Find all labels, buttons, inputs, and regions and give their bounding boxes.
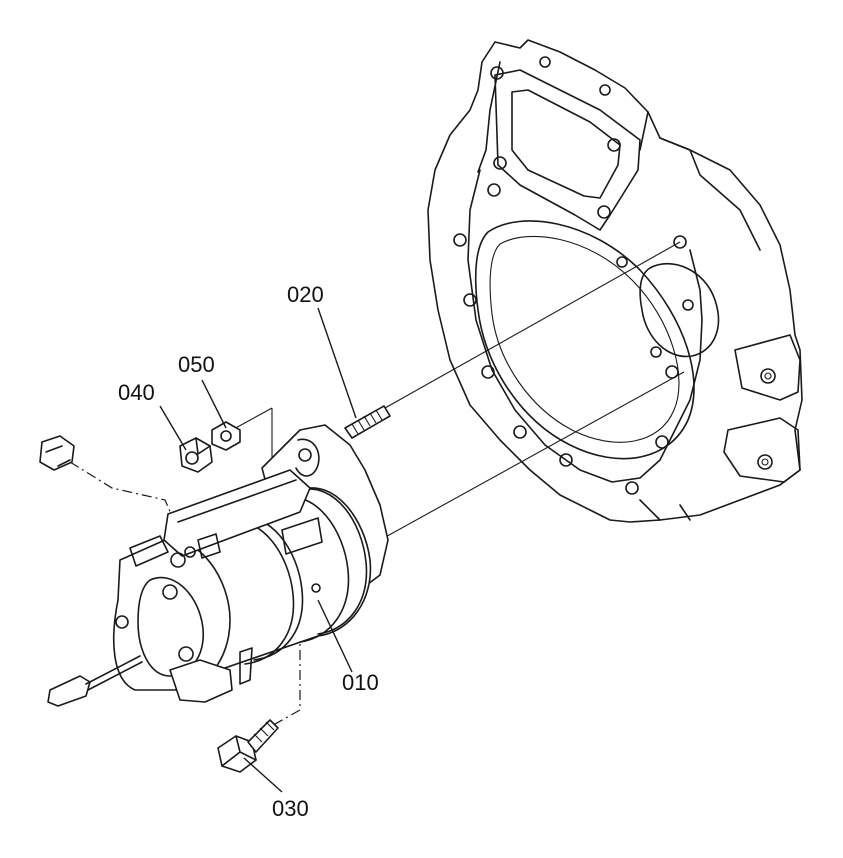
label-starter-010: 010	[342, 670, 379, 695]
label-nut-040: 040	[118, 380, 155, 405]
starter-motor	[112, 424, 389, 703]
flywheel-housing	[427, 39, 803, 523]
washer	[211, 421, 241, 451]
leader-lines	[159, 307, 357, 793]
stud-bolt	[344, 405, 391, 439]
label-stud-020: 020	[287, 282, 324, 307]
wire-leads	[39, 435, 143, 707]
label-bolt-030: 030	[272, 796, 309, 821]
hex-bolt	[217, 719, 279, 773]
hex-nut	[179, 437, 213, 473]
label-washer-050: 050	[178, 352, 215, 377]
